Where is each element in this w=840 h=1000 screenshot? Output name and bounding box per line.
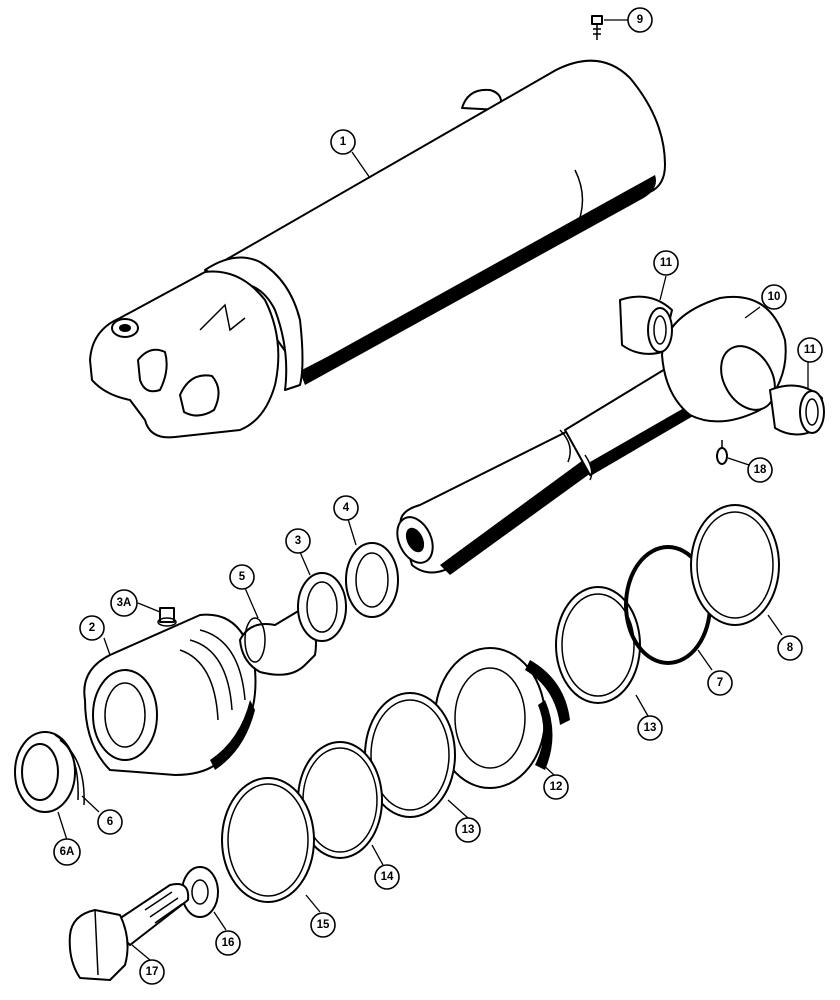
svg-text:3: 3 <box>295 535 301 547</box>
seal-15 <box>221 777 315 903</box>
callout-7: 7 <box>707 670 733 696</box>
grease-fitting-18 <box>716 440 728 465</box>
bushing-11-right <box>769 384 825 436</box>
callout-3: 3 <box>285 528 311 554</box>
svg-text:5: 5 <box>239 571 246 583</box>
svg-text:12: 12 <box>550 781 563 793</box>
callout-16: 16 <box>215 930 241 956</box>
gland-2 <box>83 613 257 776</box>
callout-15: 15 <box>310 912 336 938</box>
svg-text:2: 2 <box>89 622 95 634</box>
svg-text:7: 7 <box>717 677 723 689</box>
callout-14: 14 <box>374 864 400 890</box>
backup-ring-8 <box>690 504 780 626</box>
callout-6a: 6A <box>53 838 81 866</box>
svg-text:8: 8 <box>787 642 794 654</box>
cylinder-barrel <box>89 59 666 439</box>
svg-text:9: 9 <box>637 14 643 26</box>
callout-10: 10 <box>761 284 787 310</box>
callout-5: 5 <box>229 564 255 590</box>
svg-text:13: 13 <box>644 722 657 734</box>
callout-6: 6 <box>97 809 123 835</box>
bushing-11-left <box>619 295 673 355</box>
callout-12: 12 <box>543 774 569 800</box>
svg-text:18: 18 <box>754 464 767 476</box>
bearing-5 <box>239 609 317 676</box>
svg-text:6A: 6A <box>60 846 75 858</box>
callout-8: 8 <box>777 635 803 661</box>
svg-text:1: 1 <box>340 136 347 148</box>
svg-text:11: 11 <box>804 344 817 356</box>
callout-13-right: 13 <box>637 715 663 741</box>
svg-text:3A: 3A <box>117 597 132 609</box>
piston-rod <box>396 295 787 575</box>
callout-13-left: 13 <box>455 817 481 843</box>
callout-18: 18 <box>747 457 773 483</box>
set-screw-3a <box>157 607 177 627</box>
svg-text:10: 10 <box>768 291 781 303</box>
svg-text:11: 11 <box>660 257 673 269</box>
leader-lines <box>57 19 809 961</box>
callout-3a: 3A <box>110 589 138 617</box>
wear-ring-13-right <box>555 586 641 704</box>
callout-2: 2 <box>79 615 105 641</box>
svg-text:17: 17 <box>146 966 159 978</box>
bolt-17 <box>68 883 190 981</box>
svg-text:15: 15 <box>317 919 330 931</box>
callout-17: 17 <box>139 959 165 985</box>
ring-3 <box>297 572 347 642</box>
piston-12 <box>434 647 570 789</box>
wiper-seal-6 <box>14 731 85 813</box>
grease-fitting-9 <box>591 15 603 40</box>
ring-4 <box>345 542 399 618</box>
svg-text:4: 4 <box>343 502 350 514</box>
callout-1: 1 <box>330 129 356 155</box>
callout-9: 9 <box>627 7 653 33</box>
callout-11-left: 11 <box>653 250 679 276</box>
callout-11-right: 11 <box>797 337 823 363</box>
svg-text:16: 16 <box>222 937 235 949</box>
svg-text:6: 6 <box>107 816 113 828</box>
svg-text:14: 14 <box>381 871 394 883</box>
callout-4: 4 <box>333 495 359 521</box>
svg-text:13: 13 <box>462 824 475 836</box>
